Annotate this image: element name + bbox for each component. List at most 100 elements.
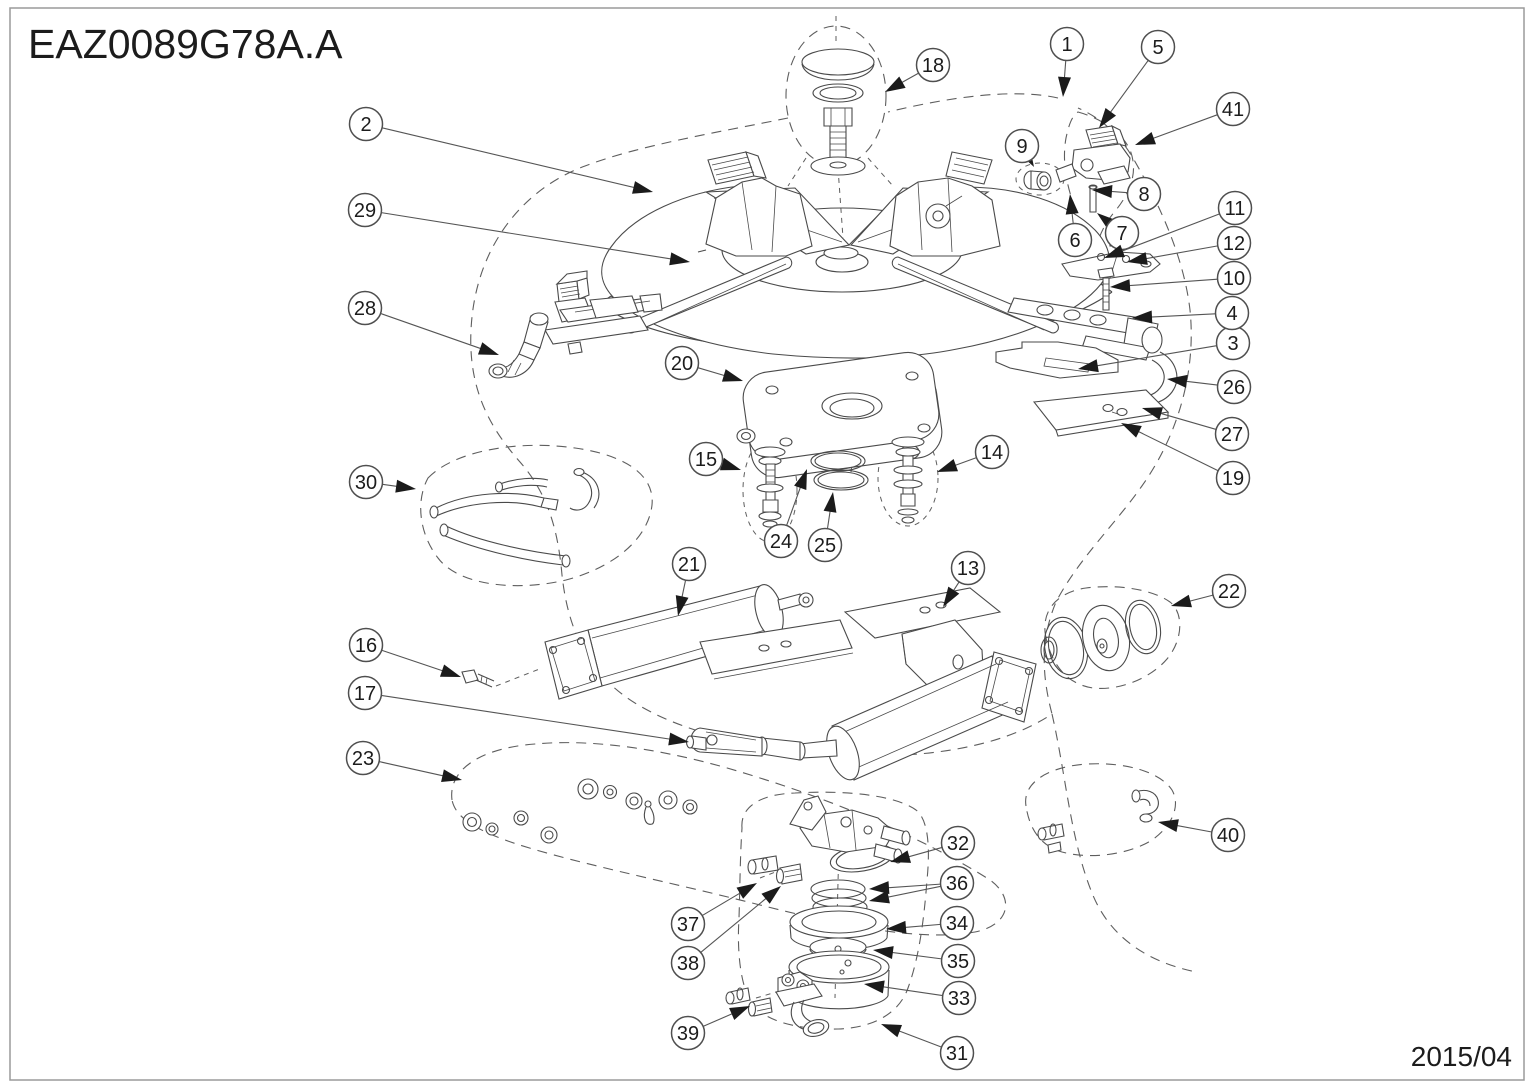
leader-arrowhead bbox=[675, 595, 689, 616]
callout-number: 25 bbox=[814, 535, 836, 557]
callout-number: 2 bbox=[360, 114, 371, 136]
callout-balloon bbox=[1126, 176, 1162, 212]
callout-40: 40 bbox=[1158, 817, 1246, 853]
callout-number: 40 bbox=[1217, 825, 1239, 847]
callout-number: 20 bbox=[671, 353, 693, 375]
callout-number: 29 bbox=[354, 200, 376, 222]
callout-18: 18 bbox=[885, 47, 951, 92]
bolt-part-10 bbox=[1097, 267, 1115, 311]
callout-35: 35 bbox=[873, 943, 976, 979]
callout-31: 31 bbox=[881, 1024, 975, 1071]
bushing-part-9 bbox=[1023, 170, 1052, 191]
callout-number: 11 bbox=[1225, 198, 1246, 220]
callout-1: 1 bbox=[1049, 26, 1085, 97]
callout-balloon bbox=[940, 825, 976, 861]
cylinder-21 bbox=[544, 584, 854, 700]
callout-balloon bbox=[1140, 29, 1176, 65]
callout-12: 12 bbox=[1127, 225, 1252, 265]
leader-arrowhead bbox=[1078, 359, 1099, 373]
leader-arrowhead bbox=[881, 1024, 903, 1038]
callout-balloon bbox=[1216, 369, 1252, 405]
callout-14: 14 bbox=[937, 434, 1010, 472]
callout-number: 22 bbox=[1218, 581, 1240, 603]
callout-number: 3 bbox=[1227, 333, 1238, 355]
leader-arrowhead bbox=[864, 980, 885, 994]
leader-arrowhead bbox=[1099, 108, 1117, 128]
callout-26: 26 bbox=[1167, 369, 1252, 405]
callout-29: 29 bbox=[347, 192, 690, 266]
callout-22: 22 bbox=[1171, 573, 1247, 609]
callout-23: 23 bbox=[345, 740, 462, 783]
release-valve-assembly bbox=[725, 795, 911, 1037]
callout-balloon bbox=[1214, 416, 1250, 452]
callout-number: 14 bbox=[981, 442, 1003, 464]
leader-arrowhead bbox=[1142, 407, 1164, 420]
callout-balloon bbox=[1214, 295, 1250, 331]
callout-24: 24 bbox=[763, 469, 807, 559]
callout-number: 10 bbox=[1223, 268, 1245, 290]
callout-4: 4 bbox=[1132, 295, 1250, 331]
callout-41: 41 bbox=[1135, 91, 1251, 145]
callout-number: 15 bbox=[695, 449, 717, 471]
left-jaw-assembly bbox=[705, 151, 813, 257]
leader-arrowhead bbox=[1127, 252, 1148, 265]
callout-balloon bbox=[347, 675, 383, 711]
callout-number: 39 bbox=[677, 1023, 699, 1045]
callout-27: 27 bbox=[1142, 407, 1250, 452]
callout-balloon bbox=[1210, 817, 1246, 853]
callout-balloon bbox=[950, 550, 986, 586]
callout-16: 16 bbox=[348, 627, 461, 677]
leader-arrowhead bbox=[823, 492, 837, 513]
callout-number: 21 bbox=[678, 554, 700, 576]
left-lock-assembly-28 bbox=[488, 270, 663, 379]
callout-balloon bbox=[763, 523, 799, 559]
callout-number: 23 bbox=[352, 748, 374, 770]
leader-arrowhead bbox=[794, 469, 807, 491]
leader-arrowhead bbox=[1110, 279, 1131, 293]
callout-balloon bbox=[348, 627, 384, 663]
bolt-stack-14 bbox=[891, 436, 925, 524]
callout-number: 35 bbox=[947, 951, 969, 973]
fitting-kit-23 bbox=[462, 778, 698, 844]
callout-number: 27 bbox=[1221, 424, 1243, 446]
callout-balloon bbox=[939, 905, 975, 941]
leader-arrowhead bbox=[1104, 244, 1126, 258]
callout-25: 25 bbox=[807, 492, 843, 563]
fitting-kit-40 bbox=[1037, 789, 1159, 854]
callout-balloon bbox=[688, 441, 724, 477]
callout-balloon bbox=[670, 945, 706, 981]
callout-number: 5 bbox=[1152, 37, 1163, 59]
callout-balloon bbox=[1215, 460, 1251, 496]
leader-arrowhead bbox=[729, 1006, 750, 1020]
callout-number: 19 bbox=[1222, 468, 1244, 490]
callout-balloon bbox=[974, 434, 1010, 470]
callout-8: 8 bbox=[1092, 176, 1162, 212]
leader-arrowhead bbox=[1167, 374, 1188, 388]
callout-balloon bbox=[941, 980, 977, 1016]
callout-13: 13 bbox=[943, 550, 986, 607]
callout-30: 30 bbox=[348, 464, 416, 500]
callout-balloon bbox=[1215, 91, 1251, 127]
callout-number: 6 bbox=[1069, 230, 1080, 252]
mounting-plate-20 bbox=[736, 351, 943, 479]
callout-number: 36 bbox=[946, 873, 968, 895]
callout-balloon bbox=[671, 546, 707, 582]
leader-arrowhead bbox=[719, 457, 741, 471]
callout-10: 10 bbox=[1110, 260, 1252, 296]
leader-arrowhead bbox=[885, 76, 906, 92]
callout-balloon bbox=[1057, 222, 1093, 258]
seal-kit-22 bbox=[1040, 599, 1162, 680]
piston-rod-17 bbox=[685, 727, 838, 761]
callout-32: 32 bbox=[890, 825, 976, 863]
callout-number: 7 bbox=[1116, 223, 1127, 245]
callout-number: 38 bbox=[677, 953, 699, 975]
page-title: EAZ0089G78A.A bbox=[28, 21, 343, 67]
callout-33: 33 bbox=[864, 980, 977, 1016]
callout-balloon bbox=[348, 464, 384, 500]
leader-arrowhead bbox=[869, 890, 890, 904]
leader-arrowhead bbox=[441, 769, 462, 783]
leader-arrowhead bbox=[761, 886, 781, 904]
leader-arrowhead bbox=[736, 883, 757, 899]
